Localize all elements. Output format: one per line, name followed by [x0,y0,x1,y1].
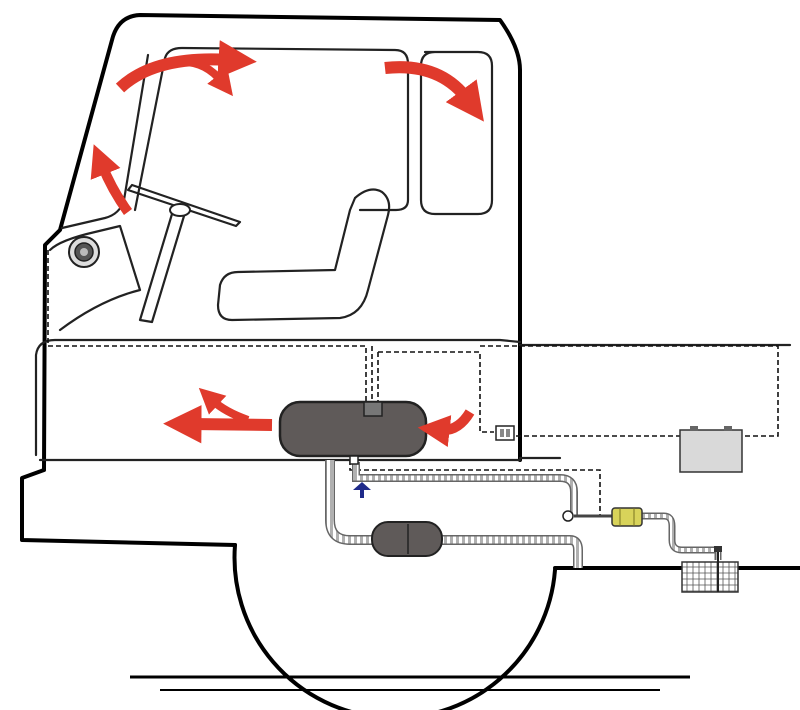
relay-fuse-box [495,425,515,441]
airflow-arrow-windshield-top-left-branch [177,57,233,97]
fuel-pump [562,507,643,527]
air-heater-unit [278,400,428,465]
wheel [232,543,557,710]
exhaust-pipe [325,460,583,568]
airflow-arrow-windshield-left [90,144,133,215]
combustion-air-intake-hose [352,462,578,515]
airflow-arrow-windshield-top-left [115,40,257,93]
control-panel-knob [68,236,100,268]
truck-cab-outline [20,13,800,570]
airflow-arrows [90,40,484,447]
ground-lines [130,675,690,691]
fuel-line [574,512,722,560]
exhaust-silencer [371,521,443,557]
airflow-arrow-windshield-top-right [384,61,484,122]
wiring-harness [47,250,779,515]
seat [216,188,391,322]
airflow-arrow-heater-inlet [417,409,475,447]
steering-wheel [126,183,242,324]
intake-arrow [353,482,371,498]
battery [679,426,743,473]
airflow-arrow-heater-outlet-branch [198,387,250,424]
airflow-arrow-heater-outlet [163,404,273,444]
fuel-tank [681,546,739,593]
